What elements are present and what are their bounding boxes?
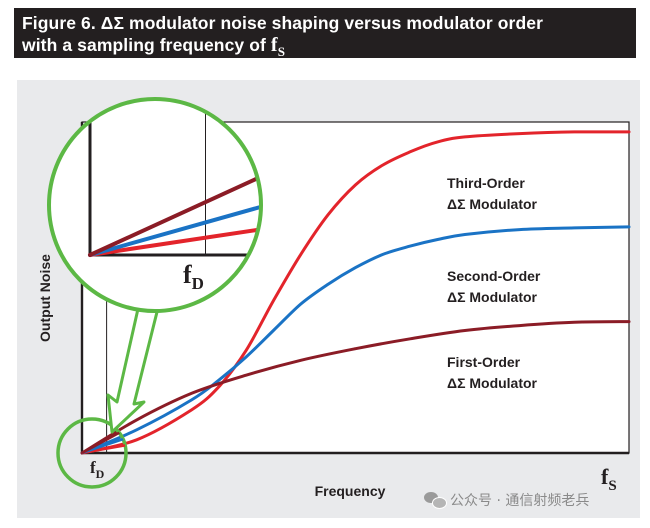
figure-caption-banner: Figure 6. ΔΣ modulator noise shaping ver…	[14, 8, 636, 59]
fd-big-sub: D	[192, 274, 204, 293]
zoom-series-first-order	[88, 156, 261, 257]
large-magnifier	[47, 97, 263, 313]
caption-line-2: with a sampling frequency of fS	[22, 34, 543, 63]
fd-big-label: fD	[183, 260, 204, 293]
fs-label-main: f	[601, 464, 609, 489]
fd-big-main: f	[183, 260, 192, 289]
series-line-third-order	[80, 130, 631, 455]
large-magnifier-fill	[49, 99, 261, 311]
series-line-second-order	[80, 225, 631, 455]
watermark-text: 公众号 · 通信射频老兵	[450, 493, 590, 509]
small-zoom-series-second-order	[81, 437, 126, 455]
y-axis-label: Output Noise	[37, 254, 53, 342]
watermark: 公众号 · 通信射频老兵	[424, 490, 589, 510]
series-label-third-order-line-1: Third-Order	[447, 175, 525, 191]
zoom-series-second-order	[88, 193, 261, 257]
fd-small-label: fD	[90, 458, 105, 481]
series-label-third-order-line-2: ΔΣ Modulator	[447, 196, 538, 212]
x-axis-label: Frequency	[315, 483, 386, 499]
series-label-first-order-line-2: ΔΣ Modulator	[447, 375, 538, 391]
small-zoom-series-first-order	[81, 428, 126, 455]
series-label-first-order-line-1: First-Order	[447, 354, 521, 370]
caption-line-2-text: with a sampling frequency of	[22, 35, 271, 55]
series-label-second-order-line-2: ΔΣ Modulator	[447, 289, 538, 305]
small-magnifier-content	[81, 428, 126, 455]
caption-line-1: Figure 6. ΔΣ modulator noise shaping ver…	[22, 13, 544, 33]
series-label-second-order-line-1: Second-Order	[447, 268, 541, 284]
fd-small-sub: D	[96, 467, 105, 481]
fs-label-sub: S	[608, 478, 616, 494]
zoom-series-third-order	[88, 221, 261, 257]
fs-label: fS	[601, 464, 617, 494]
figure-caption: Figure 6. ΔΣ modulator noise shaping ver…	[22, 12, 543, 63]
magnifier-connector-arrow	[106, 298, 162, 434]
large-magnifier-ring	[47, 97, 263, 313]
caption-fs: fS	[270, 34, 286, 59]
small-magnifier	[56, 417, 128, 489]
series-line-first-order	[80, 320, 631, 455]
caption-fs-main: f	[270, 34, 278, 56]
caption-fs-sub: S	[277, 44, 286, 59]
wechat-icon	[424, 492, 447, 509]
fd-small-main: f	[90, 458, 96, 477]
small-magnifier-ring	[56, 417, 128, 489]
